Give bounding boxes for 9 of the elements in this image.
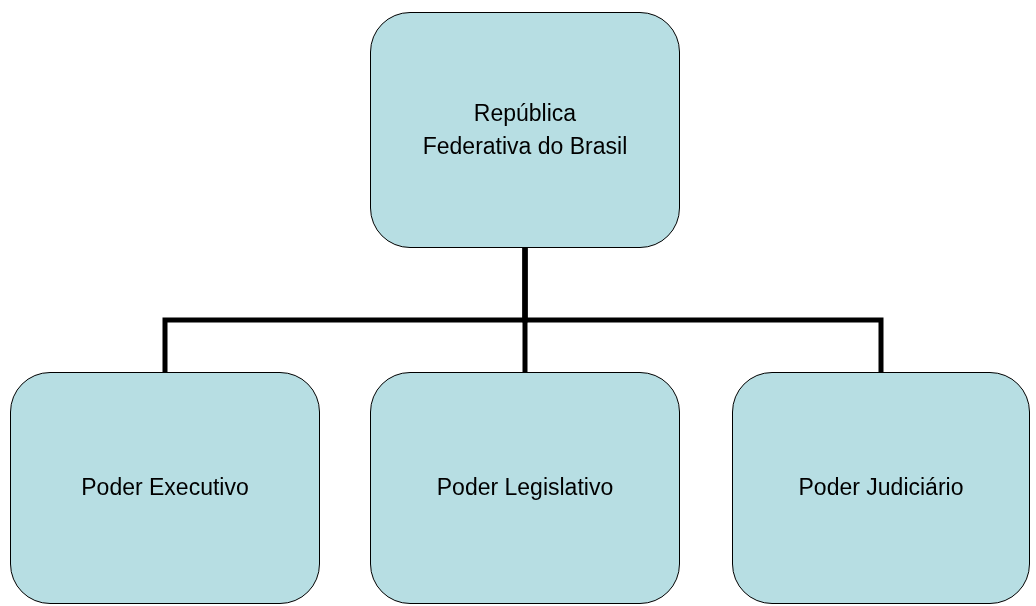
rounded-box [370, 372, 680, 604]
connector-line [522, 248, 884, 372]
box-label: Poder Legislativo [436, 473, 614, 503]
box-label: Poder Judiciário [798, 473, 964, 503]
rounded-box [732, 372, 1030, 604]
rounded-box [370, 12, 680, 248]
box-label: Poder Executivo [81, 473, 249, 503]
box-label: República Federativa do Brasil [421, 98, 629, 161]
rounded-box [10, 372, 320, 604]
